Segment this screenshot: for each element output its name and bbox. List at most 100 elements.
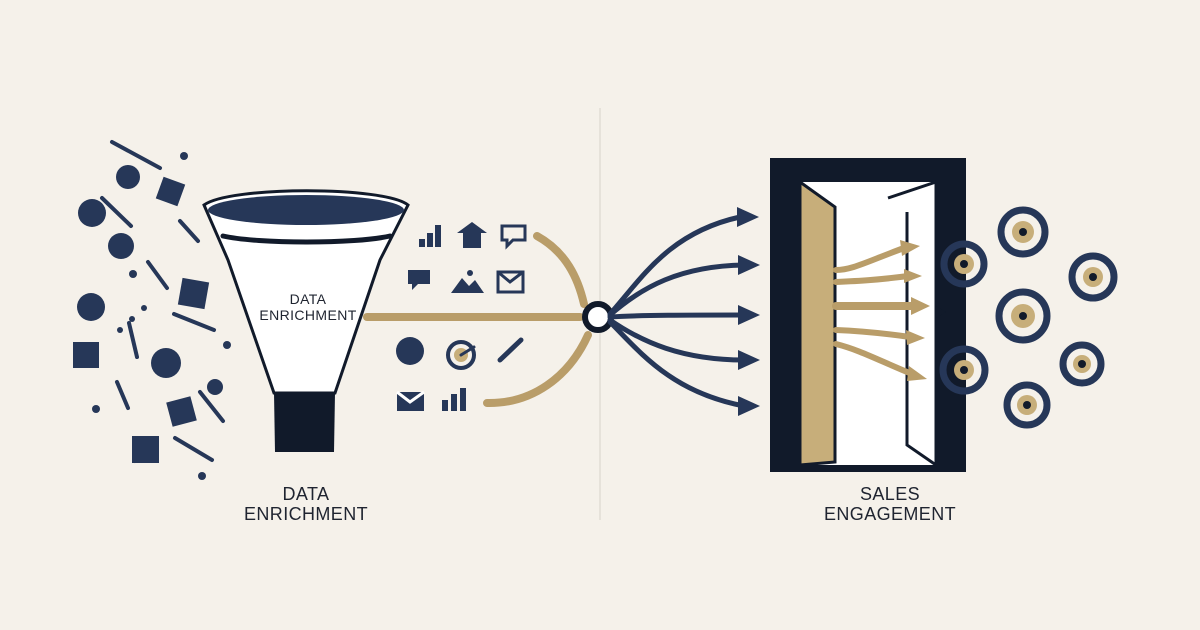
scatter-dot-icon <box>180 152 188 160</box>
target-needle <box>459 345 476 357</box>
lower-bar <box>442 400 448 411</box>
gold-arrowhead-icon <box>907 366 927 381</box>
scatter-line-icon <box>115 380 130 410</box>
scatter-dot-icon <box>207 379 223 395</box>
envelope-outline <box>496 270 525 294</box>
scatter-circle-icon <box>108 233 134 259</box>
funnel-top-band <box>220 233 393 245</box>
gold-arrow-path <box>833 273 911 285</box>
right-bottom-label: SALES ENGAGEMENT <box>780 484 1000 524</box>
scatter-line-icon <box>173 436 214 462</box>
scatter-dot-icon <box>117 327 123 333</box>
bar-chart-icon <box>419 225 441 247</box>
target-center-dot <box>1089 273 1097 281</box>
sales-engagement-group <box>607 158 966 472</box>
junction-node <box>585 304 611 330</box>
scatter-dot-icon <box>198 472 206 480</box>
funnel-label-line-1: DATA <box>289 291 327 307</box>
arrowhead-icon <box>738 350 760 370</box>
gold-arrow-bundle <box>832 240 930 381</box>
scatter-square-icon <box>132 436 159 463</box>
gold-arrowhead-icon <box>904 269 922 283</box>
scatter-circle-icon <box>116 165 140 189</box>
envelope-flap <box>497 270 524 284</box>
door-panel-right <box>888 182 936 465</box>
door-panel-left <box>800 182 835 465</box>
target-icon <box>940 240 988 288</box>
chat-outline <box>500 224 527 250</box>
arrowhead-icon <box>738 255 760 275</box>
gold-arrowhead-icon <box>911 297 930 315</box>
arrowhead-icon <box>738 305 760 325</box>
target-center-dot <box>1078 360 1086 368</box>
right-bottom-label-line-1: SALES <box>859 484 921 504</box>
target-outer-ring <box>446 340 476 370</box>
target-center-dot <box>1019 312 1027 320</box>
scatter-dot-icon <box>129 270 137 278</box>
home-icon <box>457 222 487 248</box>
funnel-label: DATA ENRICHMENT <box>248 291 368 323</box>
message-icon <box>408 270 430 290</box>
bar-chart-bar <box>419 239 425 247</box>
target-icon <box>939 345 989 395</box>
scatter-circle-icon <box>151 348 181 378</box>
arrowhead-icon <box>737 207 759 227</box>
message-shape <box>408 270 430 290</box>
scatter-line-icon <box>100 196 133 228</box>
upper-gold-branch <box>533 232 588 308</box>
scatter-dot-icon <box>223 341 231 349</box>
bar-chart-icon-lower <box>442 388 466 411</box>
scatter-line-icon <box>110 140 162 170</box>
target-ring-outer <box>1003 381 1051 429</box>
left-bottom-label-line-2: ENRICHMENT <box>244 504 368 525</box>
envelope-icon-lower <box>396 390 425 411</box>
gold-arrowhead-icon <box>900 240 920 256</box>
arrowhead-icon <box>738 396 760 416</box>
middle-flow-group <box>363 222 614 411</box>
image-sun <box>467 270 473 276</box>
scatter-line-icon <box>198 390 225 423</box>
scatter-dot-icon <box>141 305 147 311</box>
target-ring-outer <box>939 345 989 395</box>
target-ring-outer <box>1068 252 1118 302</box>
door-panel-left-outline <box>798 179 837 467</box>
bar-chart-bar <box>435 225 441 247</box>
scatter-dot-icon <box>129 316 135 322</box>
left-scatter-cluster <box>73 140 231 480</box>
target-icon <box>995 288 1051 344</box>
funnel-group <box>202 189 410 452</box>
scatter-circle-icon <box>77 293 105 321</box>
arrow-path <box>607 312 747 320</box>
gold-arrow-path <box>833 327 913 340</box>
scatter-square-icon <box>166 396 197 427</box>
arrow-path <box>607 262 747 318</box>
scatter-square-icon <box>155 176 186 207</box>
lower-bar <box>451 394 457 411</box>
gold-arrow-path <box>833 341 915 377</box>
gold-arrow-path <box>833 245 907 273</box>
lower-gold-branch <box>483 331 592 408</box>
scatter-line-icon <box>178 219 200 243</box>
lower-bar <box>460 388 466 411</box>
image-mountain <box>451 278 484 293</box>
target-icon <box>1068 252 1118 302</box>
home-shape <box>457 222 487 248</box>
arrow-path <box>607 317 747 363</box>
right-bottom-label-line-2: ENGAGEMENT <box>823 504 956 525</box>
bar-chart-bar <box>427 233 433 247</box>
funnel-top-opening <box>208 195 404 225</box>
target-ring-outer <box>1059 341 1105 387</box>
envelope-icon <box>496 270 525 294</box>
arrow-path <box>607 319 747 409</box>
funnel-outline <box>202 189 410 395</box>
scatter-square-icon <box>177 277 210 310</box>
target-ring-outer <box>997 206 1049 258</box>
door-notch <box>936 306 946 318</box>
left-bottom-label-line-1: DATA <box>282 484 330 504</box>
target-center-dot <box>1023 401 1031 409</box>
target-center-dot <box>960 260 968 268</box>
target-icon <box>997 206 1049 258</box>
chat-icon <box>500 224 527 250</box>
